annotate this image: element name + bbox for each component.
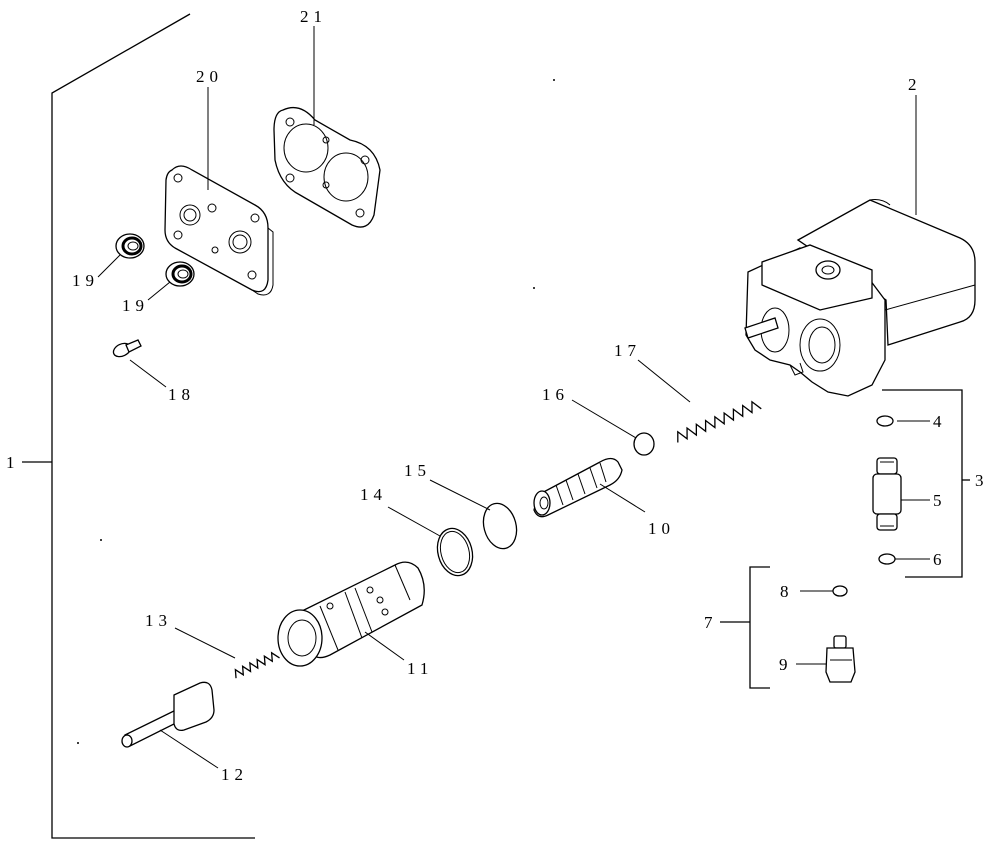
callout-14: 14 [360, 485, 387, 504]
callout-2: 2 [908, 75, 922, 94]
part-5-fitting [872, 457, 902, 531]
callout-19-upper: 19 [72, 271, 99, 290]
part-4-o-ring [876, 415, 894, 427]
leader-lines [97, 26, 930, 769]
callout-13: 13 [145, 611, 172, 630]
part-2-valve-body [744, 199, 976, 397]
callout-5: 5 [933, 491, 947, 510]
assembly-bracket-1 [22, 13, 255, 839]
part-10-spool [533, 457, 623, 518]
callout-9: 9 [779, 655, 793, 674]
callout-11: 11 [407, 659, 433, 678]
part-8-o-ring [832, 585, 848, 597]
callout-10: 10 [648, 519, 675, 538]
part-group-3 [872, 389, 970, 578]
callout-6: 6 [933, 550, 947, 569]
part-9-fitting [825, 635, 856, 683]
callout-8: 8 [780, 582, 794, 601]
callout-19-lower: 19 [122, 296, 149, 315]
part-17-spring [677, 400, 762, 443]
callout-18: 18 [168, 385, 195, 404]
callout-labels: 1 2 3 4 5 6 7 8 9 10 11 12 13 14 15 16 1… [6, 7, 989, 784]
callout-7: 7 [704, 613, 718, 632]
callout-21: 21 [300, 7, 327, 26]
part-19-seal-lower [165, 261, 195, 287]
callout-20: 20 [196, 67, 223, 86]
part-20-cover-plate [164, 165, 274, 296]
part-6-o-ring [878, 553, 896, 565]
callout-16: 16 [542, 385, 569, 404]
callout-1: 1 [6, 453, 20, 472]
callout-4: 4 [933, 412, 947, 431]
callout-17: 17 [614, 341, 641, 360]
part-13-spring [234, 651, 280, 679]
part-18-screw [112, 339, 142, 358]
part-15-o-ring [482, 502, 518, 550]
part-14-o-ring [436, 527, 474, 577]
part-16-o-ring [633, 432, 655, 456]
callout-3: 3 [975, 471, 989, 490]
callout-15: 15 [404, 461, 431, 480]
part-group-7 [720, 566, 856, 689]
part-12-plunger [121, 681, 215, 748]
part-11-sleeve [277, 561, 425, 667]
part-21-gasket [273, 106, 381, 228]
callout-12: 12 [221, 765, 248, 784]
part-19-seal-upper [115, 233, 145, 259]
